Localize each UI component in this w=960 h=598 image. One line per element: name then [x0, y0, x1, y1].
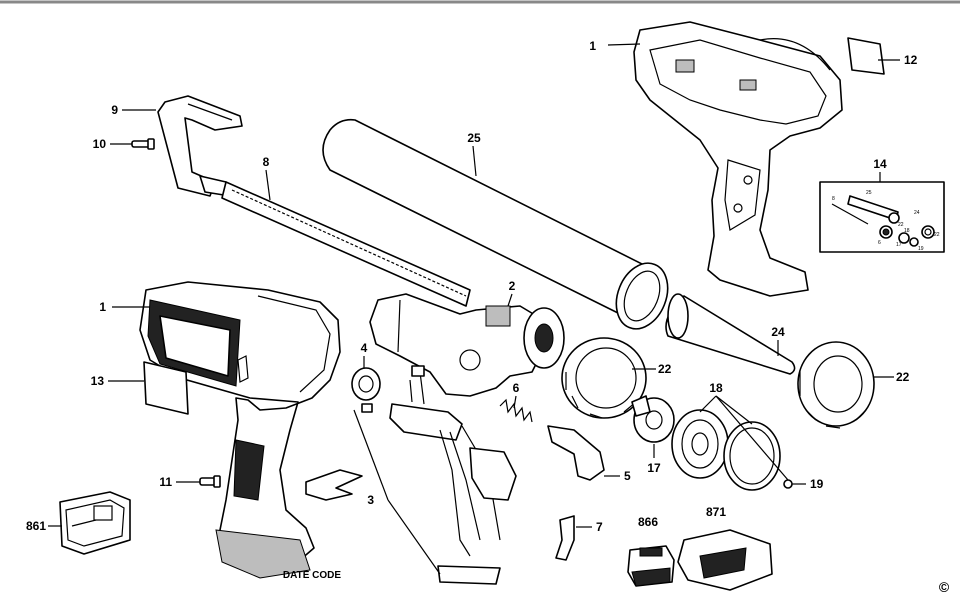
callout-14: 14 — [873, 157, 887, 171]
part-7-clip — [555, 515, 575, 561]
inset-label-8: 8 — [832, 196, 835, 202]
callout-6: 6 — [513, 381, 520, 395]
callout-1-left: 1 — [99, 300, 106, 314]
callout-19: 19 — [810, 477, 824, 491]
part-22-collar-mid — [561, 337, 647, 419]
part-3-switch-wiring — [361, 365, 517, 585]
callout-18: 18 — [709, 381, 723, 395]
callouts: 1 12 9 10 8 25 14 1 2 4 13 22 24 22 6 18… — [26, 39, 918, 534]
callout-5: 5 — [624, 469, 631, 483]
callout-17: 17 — [647, 461, 661, 475]
callout-11: 11 — [159, 475, 172, 489]
part-9-frame — [157, 95, 243, 197]
callout-9: 9 — [111, 103, 118, 117]
inset-label-17: 17 — [896, 242, 902, 248]
callout-8: 8 — [263, 155, 270, 169]
callout-22-mid: 22 — [658, 362, 672, 376]
part-871-charger — [677, 529, 773, 591]
part-11-screw — [199, 475, 221, 488]
callout-2: 2 — [509, 279, 516, 293]
part-6-spring — [499, 398, 533, 423]
inset-label-6: 6 — [878, 240, 881, 246]
part-17-washer — [631, 395, 675, 443]
callout-4: 4 — [361, 341, 368, 355]
callout-10: 10 — [93, 137, 107, 151]
part-5-trigger — [547, 425, 605, 481]
callout-871: 871 — [706, 505, 726, 519]
part-22-cap-right — [797, 341, 875, 429]
part-25-tube — [322, 118, 669, 330]
inset-label-22a: 22 — [898, 222, 904, 228]
part-13-label — [143, 361, 189, 415]
date-code-label: DATE CODE — [283, 570, 341, 581]
part-19-ball — [783, 479, 793, 489]
part-8-rod — [221, 181, 471, 307]
part-866-battery — [627, 545, 675, 587]
date-code-plate — [305, 469, 363, 501]
inset-label-24: 24 — [914, 210, 920, 216]
inset-label-18: 18 — [904, 228, 910, 234]
part-1-housing-right — [633, 21, 843, 297]
callout-7: 7 — [596, 520, 603, 534]
part-10-screw — [131, 138, 155, 150]
inset-label-25: 25 — [866, 190, 872, 196]
part-861-case — [59, 491, 131, 555]
inset-label-19: 19 — [918, 246, 924, 252]
part-14-inset — [819, 181, 945, 253]
part-1-housing-left — [139, 281, 341, 579]
part-18-piston-seals — [671, 409, 781, 491]
part-12-label — [847, 37, 885, 75]
leader-lines — [48, 43, 900, 575]
inset-label-22b: 22 — [934, 232, 940, 238]
callout-12: 12 — [904, 53, 918, 67]
copyright-mark: © — [939, 579, 950, 595]
callout-866: 866 — [638, 515, 658, 529]
part-2-gearbox — [369, 293, 565, 397]
callout-22-right: 22 — [896, 370, 910, 384]
part-24-nozzle — [665, 293, 796, 375]
callout-861: 861 — [26, 519, 46, 533]
callout-3: 3 — [367, 493, 374, 507]
inset-labels: 8 25 24 22 22 18 6 19 17 — [832, 190, 940, 252]
callout-24: 24 — [771, 325, 785, 339]
part-4-gear — [351, 367, 381, 401]
callout-1-top: 1 — [589, 39, 596, 53]
callout-25: 25 — [467, 131, 481, 145]
callout-13: 13 — [91, 374, 105, 388]
